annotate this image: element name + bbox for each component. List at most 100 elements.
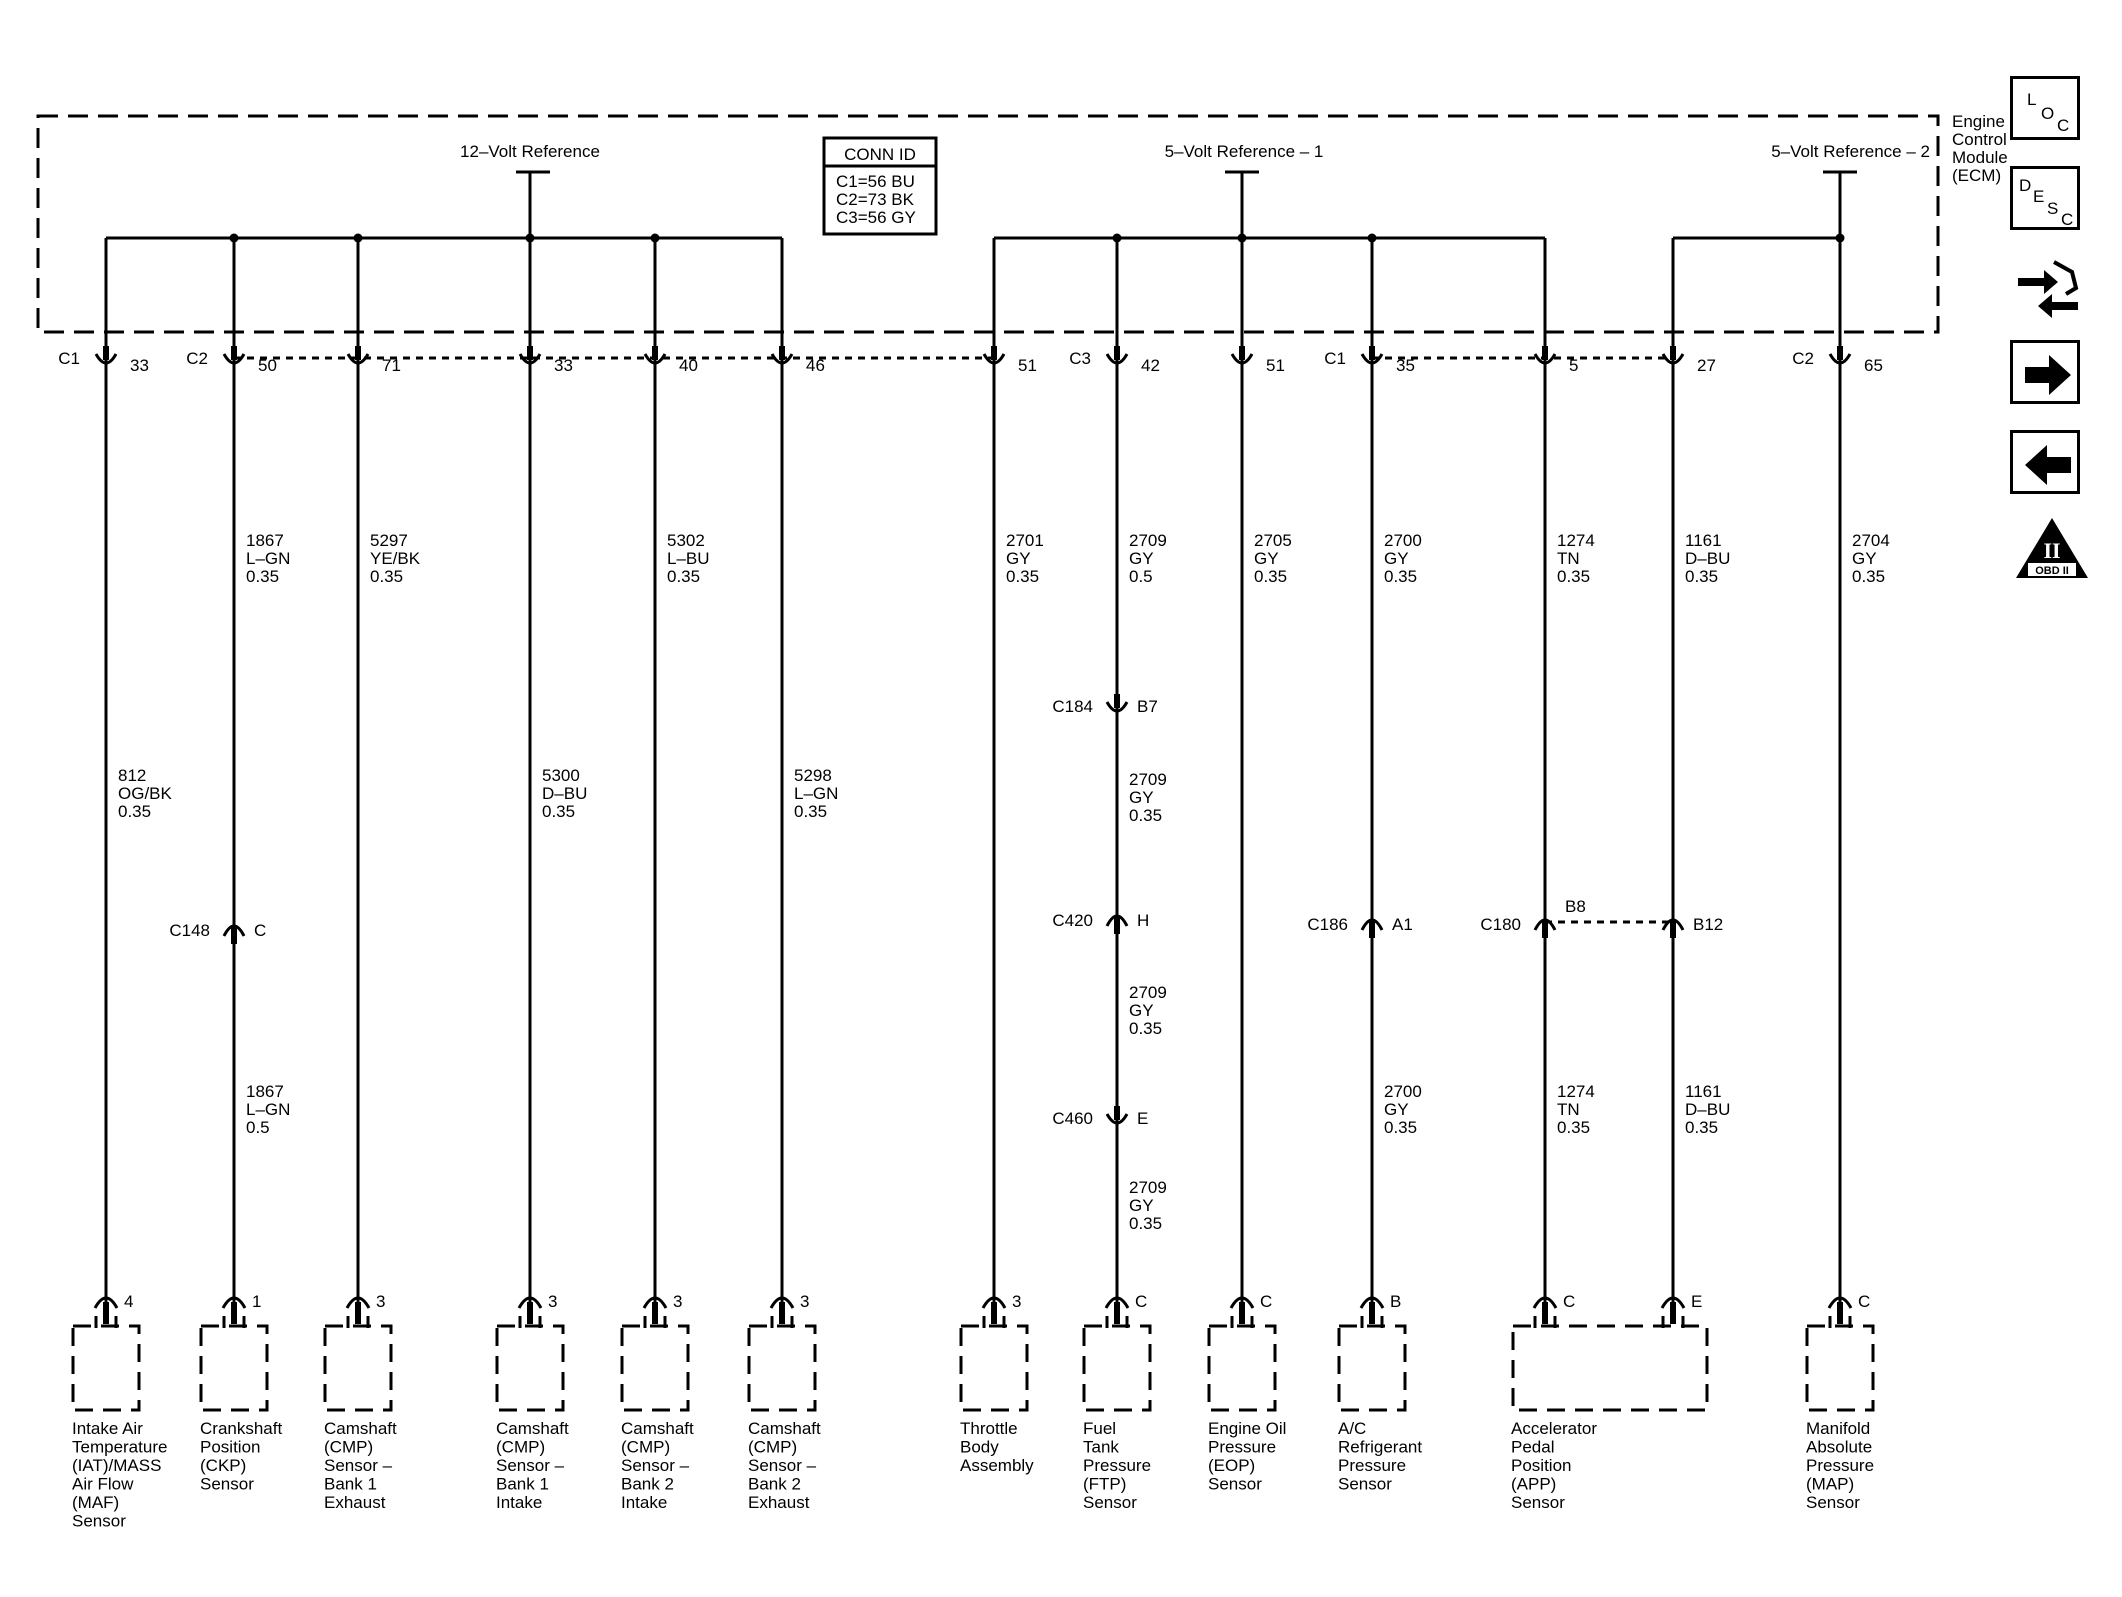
circuit-9-wire-top-0: 2700 xyxy=(1384,531,1422,550)
circuit-10-wire-top-1: TN xyxy=(1557,549,1580,568)
circuit-4-component-label-2: Sensor – xyxy=(621,1456,690,1475)
circuit-10-wire-bot-2: 0.35 xyxy=(1557,1118,1590,1137)
circuit-7-inline-1-name: C420 xyxy=(1052,911,1093,930)
schematic-link-icon[interactable] xyxy=(2014,254,2082,322)
circuit-3-component-box xyxy=(495,1324,565,1412)
circuit-9-wire-top-1: GY xyxy=(1384,549,1409,568)
circuit-5-wire-top-2: 0.35 xyxy=(794,802,827,821)
circuit-11-inline-0 xyxy=(1661,918,1685,938)
circuit-12-comp-pin: C xyxy=(1858,1292,1870,1311)
circuit-7-inline-0-name: C184 xyxy=(1052,697,1093,716)
circuit-2-component-label-2: Sensor – xyxy=(324,1456,393,1475)
circuit-1-inline-0 xyxy=(222,924,246,944)
circuit-7-component-label-0: Fuel xyxy=(1083,1419,1116,1438)
obd-ii-icon[interactable]: II OBD II xyxy=(2012,514,2092,582)
circuit-1-ecm-connector xyxy=(222,346,246,365)
circuit-12-component-label-1: Absolute xyxy=(1806,1438,1872,1457)
circuit-1-component-label-2: (CKP) xyxy=(200,1456,246,1475)
circuit-1-wire-bot-0: 1867 xyxy=(246,1082,284,1101)
circuit-6-comp-pin: 3 xyxy=(1012,1292,1021,1311)
circuit-7-component-label-2: Pressure xyxy=(1083,1456,1151,1475)
desc-button[interactable]: D E S C xyxy=(2010,166,2080,230)
circuit-1-inline-0-pin: C xyxy=(254,921,266,940)
circuit-2-component-label-3: Bank 1 xyxy=(324,1475,377,1494)
next-page-button[interactable] xyxy=(2010,340,2080,404)
circuit-12-wire-top-0: 2704 xyxy=(1852,531,1890,550)
circuit-7-wire-bot-1: GY xyxy=(1129,1196,1154,1215)
conn-id-line-1: C2=73 BK xyxy=(836,190,915,209)
desc-letter-c: C xyxy=(2061,210,2073,229)
circuit-3-component-label-3: Bank 1 xyxy=(496,1475,549,1494)
loc-letter-o: O xyxy=(2041,104,2054,123)
circuit-7-component-box xyxy=(1082,1324,1152,1412)
circuit-9-inline-0 xyxy=(1360,918,1384,938)
circuit-2-wire-top-0: 5297 xyxy=(370,531,408,550)
circuit-10-wire-bot-1: TN xyxy=(1557,1100,1580,1119)
circuit-11-wire-bot-2: 0.35 xyxy=(1685,1118,1718,1137)
circuit-9-component-label-3: Sensor xyxy=(1338,1475,1392,1494)
circuit-6-component-connector xyxy=(981,1296,1007,1328)
circuit-4-wire-top-1: L–BU xyxy=(667,549,710,568)
circuit-11-wire-bot-1: D–BU xyxy=(1685,1100,1730,1119)
circuit-10-wire-bot-0: 1274 xyxy=(1557,1082,1595,1101)
circuit-9-component-label-0: A/C xyxy=(1338,1419,1366,1438)
circuit-7-pin-label: 42 xyxy=(1141,356,1160,375)
desc-letter-s: S xyxy=(2047,199,2058,218)
circuit-3-component-label-1: (CMP) xyxy=(496,1438,545,1457)
circuit-4-component-connector xyxy=(642,1296,668,1328)
previous-page-button[interactable] xyxy=(2010,430,2080,494)
circuit-2-component-connector xyxy=(345,1296,371,1328)
circuit-0-wire-top-2: 0.35 xyxy=(118,802,151,821)
circuit-4-component-label-3: Bank 2 xyxy=(621,1475,674,1494)
circuit-12-wire-top-2: 0.35 xyxy=(1852,567,1885,586)
circuit-12-ecm-connector xyxy=(1828,346,1852,365)
circuit-5-component-label-1: (CMP) xyxy=(748,1438,797,1457)
circuit-7-inline-0-pin: B7 xyxy=(1137,697,1158,716)
arrow-right-icon xyxy=(2025,355,2071,395)
circuit-1-wire-bot-2: 0.5 xyxy=(246,1118,270,1137)
circuit-8-component-label-3: Sensor xyxy=(1208,1475,1262,1494)
circuit-10-inline-0-name: C180 xyxy=(1480,915,1521,934)
circuit-7-inline-2-name: C460 xyxy=(1052,1109,1093,1128)
circuit-3-ecm-connector xyxy=(518,346,542,365)
circuit-12-component-label-2: Pressure xyxy=(1806,1456,1874,1475)
circuit-0-component-label-5: Sensor xyxy=(72,1512,126,1531)
circuit-11-wire-bot-0: 1161 xyxy=(1685,1082,1722,1101)
circuit-2-component-box xyxy=(323,1324,393,1412)
circuit-9-component-box xyxy=(1337,1324,1407,1412)
circuit-10-inline-0-pin: B8 xyxy=(1565,897,1586,916)
circuit-10-pin-label: 5 xyxy=(1569,356,1578,375)
loc-button[interactable]: L O C xyxy=(2010,76,2080,140)
circuit-12-pin-label: 65 xyxy=(1864,356,1883,375)
circuit-4-wire-top-0: 5302 xyxy=(667,531,705,550)
circuit-6-wire-top-2: 0.35 xyxy=(1006,567,1039,586)
circuit-6-wire-top-1: GY xyxy=(1006,549,1031,568)
circuit-11-ecm-connector xyxy=(1661,346,1685,365)
circuit-11-pin-label: 27 xyxy=(1697,356,1716,375)
circuit-12-conn-label: C2 xyxy=(1792,349,1814,368)
circuit-7-component-label-3: (FTP) xyxy=(1083,1475,1126,1494)
circuit-1-component-box xyxy=(199,1324,269,1412)
circuit-8-pin-label: 51 xyxy=(1266,356,1285,375)
circuit-7-wire-mid-0-2: 0.35 xyxy=(1129,806,1162,825)
ref-12v-label: 12–Volt Reference xyxy=(460,142,600,161)
circuit-11-wire-top-1: D–BU xyxy=(1685,549,1730,568)
circuit-8-ecm-connector xyxy=(1230,346,1254,365)
circuit-12-component-label-3: (MAP) xyxy=(1806,1475,1854,1494)
circuit-10-component-label-0: Accelerator xyxy=(1511,1419,1597,1438)
circuit-0-comp-pin: 4 xyxy=(124,1292,133,1311)
loc-letter-c: C xyxy=(2057,116,2069,135)
circuit-4-component-box xyxy=(620,1324,690,1412)
circuit-10-component-label-4: Sensor xyxy=(1511,1493,1565,1512)
circuit-7-inline-2-pin: E xyxy=(1137,1109,1148,1128)
circuit-9-comp-pin: B xyxy=(1390,1292,1401,1311)
circuit-2-wire-top-1: YE/BK xyxy=(370,549,421,568)
circuit-4-comp-pin: 3 xyxy=(673,1292,682,1311)
circuit-11-component-connector xyxy=(1660,1296,1686,1328)
circuit-7-inline-1 xyxy=(1105,914,1129,934)
circuit-1-wire-bot-1: L–GN xyxy=(246,1100,290,1119)
circuit-2-ecm-connector xyxy=(346,346,370,365)
conn-id-title: CONN ID xyxy=(844,145,916,164)
circuit-1-component-label-3: Sensor xyxy=(200,1475,254,1494)
